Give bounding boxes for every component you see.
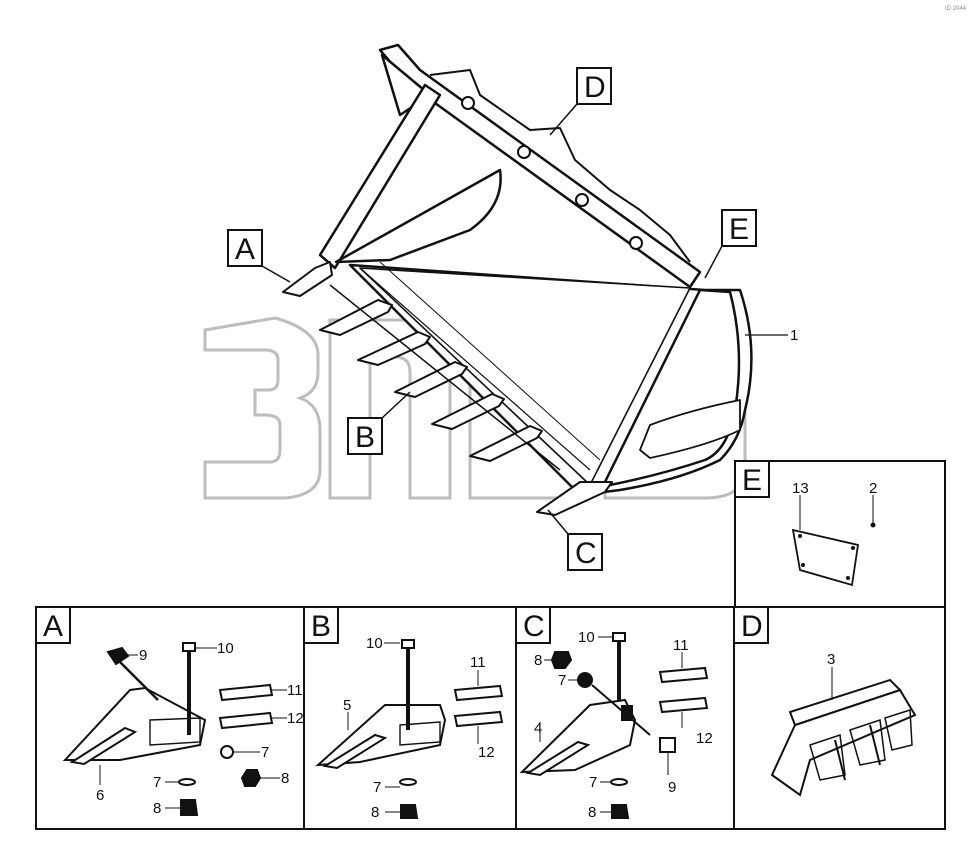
- panel-B-title: B: [311, 610, 331, 643]
- plate-drawing: [791, 528, 860, 587]
- part-number-7: 7: [373, 779, 381, 796]
- panel-E: E 13 2: [734, 460, 946, 608]
- part-number-10: 10: [217, 640, 234, 657]
- washer-plate-11: [453, 684, 504, 702]
- svg-text:D: D: [584, 71, 606, 104]
- panel-E-title: E: [742, 464, 762, 497]
- part-number-6: 6: [96, 787, 104, 804]
- part-number-12: 12: [478, 744, 495, 761]
- callout-box-C: C: [547, 509, 603, 571]
- part-number-8b: 8: [153, 800, 161, 817]
- part-number-8: 8: [371, 804, 379, 821]
- callout-box-B: B: [347, 391, 411, 455]
- washer-plate-11: [658, 666, 709, 684]
- part-number-7: 7: [558, 672, 566, 689]
- panel-A: A 9 10 11: [35, 606, 305, 830]
- panel-D: D 3: [733, 606, 946, 830]
- adapter-drawing: [62, 686, 207, 761]
- part-number-10: 10: [366, 635, 383, 652]
- svg-text:A: A: [235, 233, 255, 266]
- part-number-2: 2: [869, 480, 877, 497]
- panel-C-title: C: [523, 610, 545, 643]
- washer-plate-12: [658, 696, 709, 714]
- svg-text:C: C: [575, 537, 597, 570]
- part-number-11: 11: [673, 637, 689, 654]
- part-number-10: 10: [578, 629, 595, 646]
- svg-text:E: E: [729, 213, 749, 246]
- nut-8: [240, 769, 262, 787]
- part-number-8: 8: [281, 770, 289, 787]
- washer-plate-12: [453, 710, 504, 728]
- part-number-8: 8: [534, 652, 542, 669]
- panel-A-title: A: [43, 610, 63, 643]
- callout-box-D: D: [549, 67, 612, 136]
- part-number-7: 7: [261, 744, 269, 761]
- part-number-7b: 7: [153, 774, 161, 791]
- part-number-5: 5: [343, 697, 351, 714]
- panel-C: C 10 8 7 1: [515, 606, 735, 830]
- part-number-13: 13: [792, 480, 809, 497]
- callout-box-E: E: [704, 209, 757, 279]
- washer-plate-11: [218, 683, 274, 702]
- part-number-1: 1: [790, 327, 798, 344]
- callout-box-A: A: [227, 229, 291, 283]
- part-number-11: 11: [470, 654, 486, 671]
- panel-B: B 10 11 12 7 8 5: [303, 606, 517, 830]
- adapter-drawing: [519, 698, 637, 774]
- washer-plate-12: [218, 711, 274, 730]
- part-number-8b: 8: [588, 804, 596, 821]
- guard-drawing: [770, 678, 917, 797]
- panel-D-title: D: [741, 610, 763, 643]
- part-number-12: 12: [287, 710, 304, 727]
- part-number-7b: 7: [589, 774, 597, 791]
- rivet-drawing: [870, 522, 876, 528]
- part-number-3: 3: [827, 651, 835, 668]
- part-number-9: 9: [668, 779, 676, 796]
- corner-mark: ID 2044: [945, 6, 967, 12]
- part-number-9: 9: [139, 647, 147, 664]
- bucket-main-drawing: [282, 43, 753, 516]
- part-number-12: 12: [696, 730, 713, 747]
- svg-text:B: B: [355, 421, 375, 454]
- part-number-4: 4: [534, 720, 542, 737]
- part-number-11: 11: [287, 682, 303, 699]
- washer-7: [220, 745, 234, 759]
